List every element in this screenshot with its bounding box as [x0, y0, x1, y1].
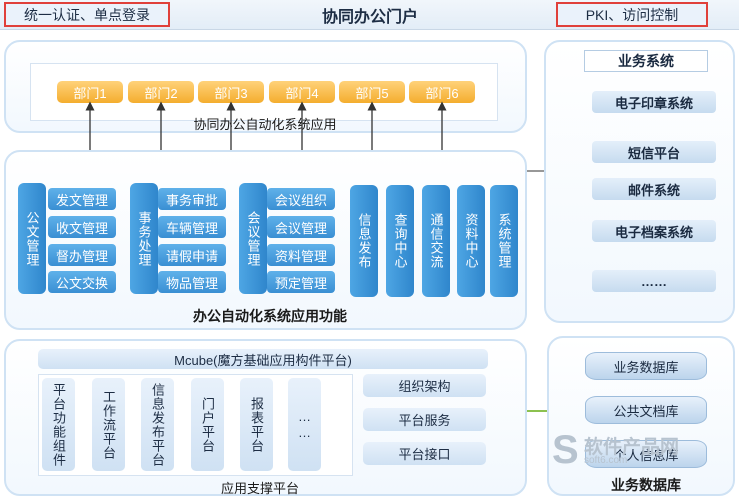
platform-component-label: 工作流平台 [101, 389, 116, 460]
oa-item: 事务审批 [158, 188, 226, 210]
business-title: 业务系统 [584, 50, 708, 72]
platform-component: 信息发布平台 [141, 378, 174, 471]
oa-standalone-system-admin: 系统管理 [490, 185, 518, 297]
pki-label: PKI、访问控制 [556, 2, 708, 27]
platform-component: 门户平台 [191, 378, 224, 471]
oa-standalone-query-center: 查询中心 [386, 185, 414, 297]
platform-component-label: 报表平台 [249, 396, 264, 453]
oa-standalone-info-release: 信息发布 [350, 185, 378, 297]
oa-item: 发文管理 [48, 188, 116, 210]
mcube-bar: Mcube(魔方基础应用构件平台) [38, 349, 488, 369]
department-2: 部门2 [128, 81, 194, 103]
platform-component: 平台功能组件 [42, 378, 75, 471]
oa-standalone-label: 系统管理 [496, 213, 512, 269]
department-5: 部门5 [339, 81, 405, 103]
oa-item: 预定管理 [267, 271, 335, 293]
database-cylinder: 公共文档库 [585, 396, 707, 424]
oa-group-affairs: 事务处理 [130, 183, 158, 294]
oa-group-affairs-label: 事务处理 [136, 210, 152, 267]
oa-item: 公文交换 [48, 271, 116, 293]
department-4: 部门4 [269, 81, 335, 103]
platform-component-label: …… [297, 408, 312, 441]
oa-group-meeting: 会议管理 [239, 183, 267, 294]
oa-standalone-label: 信息发布 [356, 213, 372, 269]
platform-service: 组织架构 [363, 374, 486, 397]
database-caption: 业务数据库 [611, 477, 681, 493]
platform-component: 工作流平台 [92, 378, 125, 471]
oa-group-document: 公文管理 [18, 183, 46, 294]
oa-group-meeting-label: 会议管理 [245, 210, 261, 267]
oa-item: 会议管理 [267, 216, 335, 238]
platform-component: 报表平台 [240, 378, 273, 471]
database-cylinder: 个人信息库 [585, 440, 707, 468]
platform-component: …… [288, 378, 321, 471]
platform-service: 平台接口 [363, 442, 486, 465]
database-cylinder: 业务数据库 [585, 352, 707, 380]
oa-standalone-label: 查询中心 [392, 213, 408, 269]
watermark-sub: soft6.com [584, 455, 628, 466]
oa-standalone-communication: 通信交流 [422, 185, 450, 297]
business-system-item: 电子印章系统 [592, 91, 716, 113]
platform-component-label: 门户平台 [200, 396, 215, 453]
business-system-item: …… [592, 270, 716, 292]
platform-caption: 应用支撑平台 [220, 480, 299, 496]
watermark-s-logo: S [552, 428, 579, 472]
portal-title: 协同办公门户 [321, 8, 418, 26]
oa-item: 收文管理 [48, 216, 116, 238]
oa-item: 请假申请 [158, 244, 226, 266]
department-6: 部门6 [409, 81, 475, 103]
oa-item: 会议组织 [267, 188, 335, 210]
oa-standalone-label: 资料中心 [463, 213, 479, 269]
oa-item: 物品管理 [158, 271, 226, 293]
department-3: 部门3 [198, 81, 264, 103]
business-system-item: 电子档案系统 [592, 220, 716, 242]
oa-standalone-label: 通信交流 [428, 213, 444, 269]
oa-item: 督办管理 [48, 244, 116, 266]
oa-item: 车辆管理 [158, 216, 226, 238]
oa-standalone-data-center: 资料中心 [457, 185, 485, 297]
business-system-item: 邮件系统 [592, 178, 716, 200]
platform-service: 平台服务 [363, 408, 486, 431]
watermark-text: 软件产品网 [584, 437, 680, 458]
department-1: 部门1 [57, 81, 123, 103]
sso-label: 统一认证、单点登录 [4, 2, 170, 27]
oa-item: 资料管理 [267, 244, 335, 266]
business-system-item: 短信平台 [592, 141, 716, 163]
oa-group-document-label: 公文管理 [24, 210, 40, 267]
oa-caption: 办公自动化系统应用功能 [193, 308, 347, 324]
platform-component-label: 信息发布平台 [150, 382, 165, 467]
platform-component-label: 平台功能组件 [51, 382, 66, 467]
